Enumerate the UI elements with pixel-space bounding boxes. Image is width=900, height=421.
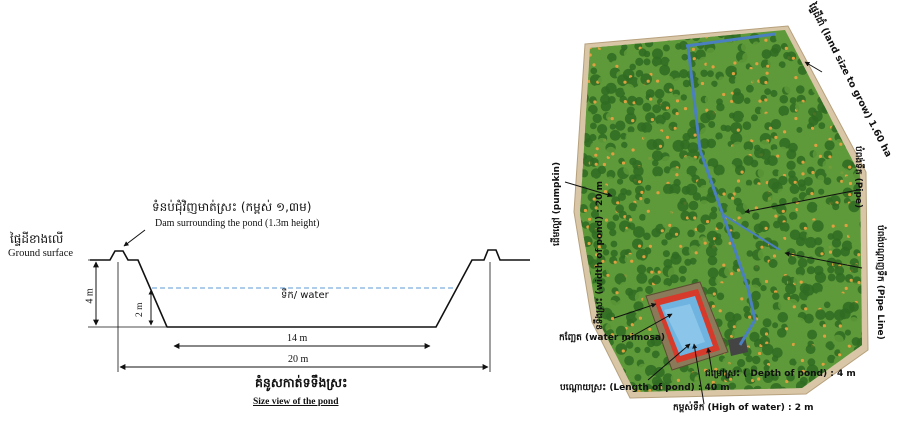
- pipe-pointer: [744, 189, 859, 214]
- pond-depth-label: ជម្រៅស្រះ ( Depth of pond) : 4 m: [705, 369, 856, 379]
- pumpkin-label: ដើមល្ពៅ (pumpkin): [552, 161, 562, 246]
- water-mimosa-pointer: [621, 313, 673, 343]
- dam-label-km: ទំនប់ជុំវិញមាត់ស្រះ (កម្ពស់ ១,៣ម): [152, 200, 312, 214]
- ground-surface-label-en: Ground surface: [8, 248, 74, 259]
- pond-width-pointer: [613, 303, 657, 319]
- ground-profile-line: [90, 249, 530, 328]
- pond-length-label: បណ្ដោយស្រះ (Length of pond) : 40 m: [560, 383, 730, 393]
- caption-en: Size view of the pond: [253, 397, 339, 407]
- pipe-line-label: បំពង់បណ្ដាញទឹក (Pipe Line): [875, 225, 885, 340]
- water-height-pointer: [692, 343, 705, 405]
- top-width-label: 20 m: [288, 354, 309, 365]
- water-label: ទឹក/ water: [281, 290, 329, 301]
- pond-length-pointer: [647, 343, 691, 381]
- pond-depth-pointer: [706, 347, 713, 373]
- pipe-label: បំពង់ទឹក (Pipe): [853, 146, 863, 209]
- pond-cross-section: [88, 229, 530, 372]
- land-size-pointer: [804, 61, 823, 73]
- pipe: [686, 45, 757, 346]
- water-height-label-farm: កម្ពស់ទឹក (High of water) : 2 m: [673, 403, 814, 413]
- water-mimosa-label: កញ្ឆែត (water mimosa): [559, 333, 666, 343]
- bottom-width-label: 14 m: [287, 333, 308, 344]
- depth-dimension-label: 4 m: [84, 288, 96, 304]
- dam-label-en: Dam surrounding the pond (1.3m height): [155, 218, 320, 229]
- pipe-branch: [721, 213, 781, 251]
- pipe-line-pointer: [784, 251, 863, 269]
- pipe-line: [685, 32, 776, 48]
- dam-pointer-arrow: [123, 229, 146, 247]
- water-height-label: 2 m: [135, 302, 145, 317]
- farm-illustration: [564, 25, 869, 405]
- caption-km: គំនូសកាត់ទទឹងស្រះ: [255, 375, 348, 390]
- pond-illustration: [645, 281, 748, 371]
- ground-surface-label-km: ផ្ទៃដីខាងលើ: [10, 232, 64, 246]
- pumpkin-pointer: [564, 181, 613, 198]
- pond-width-label: ទទឹងស្រះ (width of pond) : 20 m: [595, 181, 605, 330]
